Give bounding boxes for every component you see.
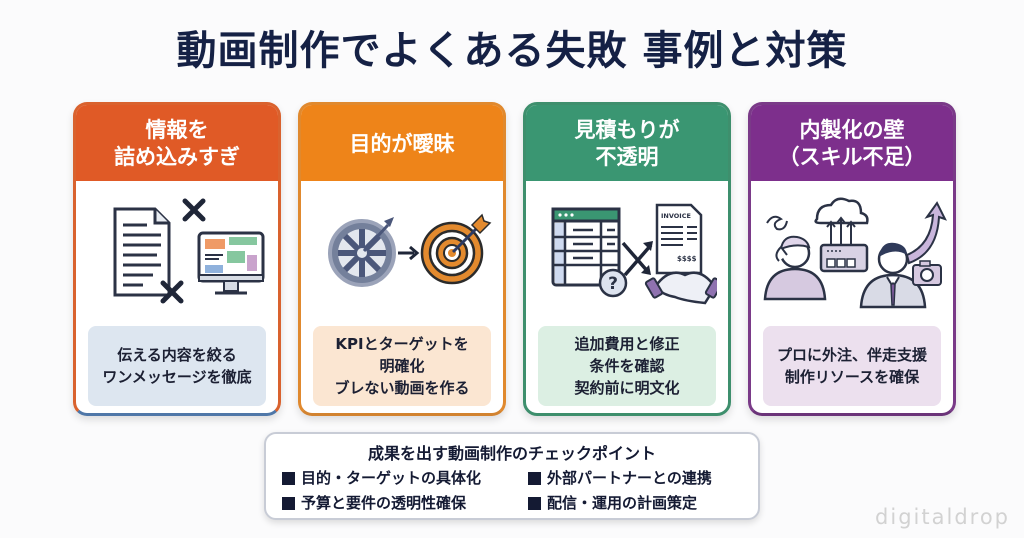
card-heading: 内製化の壁 （スキル不足） [751,105,953,181]
square-bullet-icon [528,472,541,485]
checkpoint-panel: 成果を出す動画制作のチェックポイント 目的・ターゲットの具体化 外部パートナーと… [264,432,760,520]
document-monitor-crossed-icon [76,181,278,321]
square-bullet-icon [282,472,295,485]
checkpoint-item: 予算と要件の透明性確保 [282,491,528,516]
solution-box: 伝える内容を絞る ワンメッセージを徹底 [88,326,266,406]
checkpoint-item: 配信・運用の計画策定 [528,491,758,516]
svg-text:INVOICE: INVOICE [661,212,691,220]
square-bullet-icon [528,497,541,510]
solution-box: KPIとターゲットを 明確化 ブレない動画を作る [313,326,491,406]
solution-box: 追加費用と修正 条件を確認 契約前に明文化 [538,326,716,406]
square-bullet-icon [282,497,295,510]
dartboard-to-target-icon [301,181,503,321]
checkpoint-list: 目的・ターゲットの具体化 外部パートナーとの連携 予算と要件の透明性確保 配信・… [282,466,742,516]
failure-card-info-overload: 情報を 詰め込みすぎ [73,102,281,416]
spreadsheet-invoice-handshake-icon: ? INVOICE $$$$ [526,181,728,321]
solution-box: プロに外注、伴走支援 制作リソースを確保 [763,326,941,406]
page-title: 動画制作でよくある失敗 事例と対策 [176,28,848,74]
checkpoint-item: 目的・ターゲットの具体化 [282,466,528,491]
failure-card-unclear-goal: 目的が曖昧 [298,102,506,416]
worried-person-professional-icon [751,181,953,321]
svg-text:$$$$: $$$$ [677,255,697,263]
checkpoint-item: 外部パートナーとの連携 [528,466,758,491]
svg-text:?: ? [608,274,618,294]
card-heading: 目的が曖昧 [301,105,503,181]
watermark-logo: digitaldrop [875,505,1010,529]
card-heading: 情報を 詰め込みすぎ [76,105,278,181]
card-heading: 見積もりが 不透明 [526,105,728,181]
failure-card-inhouse-skill-gap: 内製化の壁 （スキル不足） [748,102,956,416]
checkpoint-title: 成果を出す動画制作のチェックポイント [367,444,656,463]
failure-card-unclear-estimate: 見積もりが 不透明 ? [523,102,731,416]
